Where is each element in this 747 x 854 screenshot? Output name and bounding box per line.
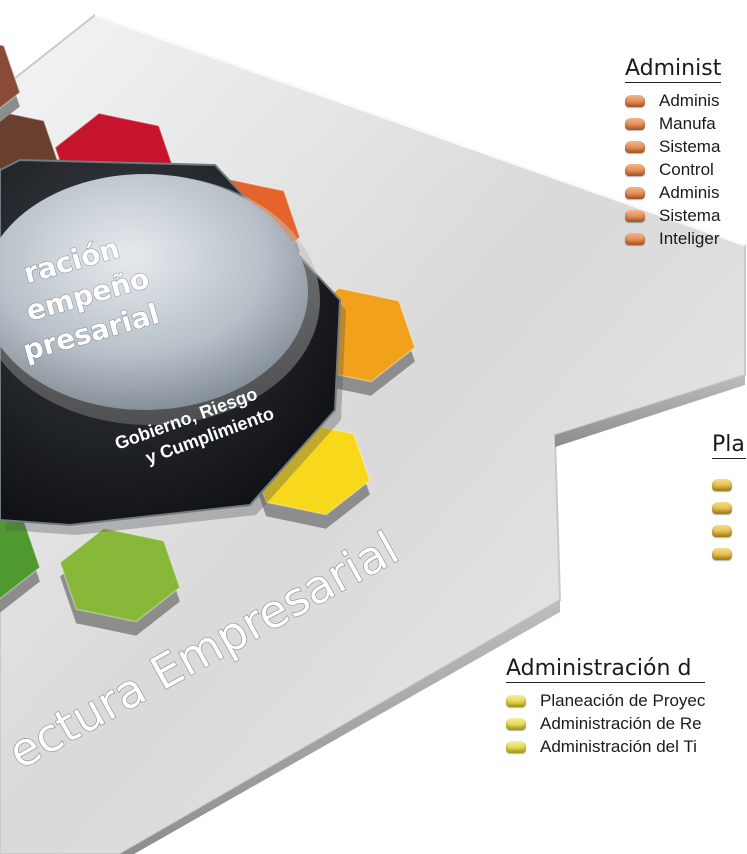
item-label: Control <box>659 159 714 179</box>
bullet-icon <box>506 694 526 707</box>
list-item: Adminis <box>625 181 721 204</box>
group-administracion-operaciones: Administ Adminis Manufa Sistema Control … <box>625 56 722 250</box>
item-label: Administración del Ti <box>540 736 697 756</box>
item-label: Administración de Re <box>540 713 702 733</box>
petal-8 <box>0 44 21 123</box>
center-disc <box>0 174 308 410</box>
bullet-icon <box>712 524 732 537</box>
list-item: Sistema <box>625 204 721 227</box>
group-items <box>712 473 746 565</box>
bullet-icon <box>506 717 526 730</box>
group-title: Pla <box>712 432 746 459</box>
item-label: Sistema <box>659 205 721 225</box>
bullet-icon <box>625 117 645 130</box>
group-administracion-proyectos: Administración d Planeación de Proyec Ad… <box>506 656 706 758</box>
group-title: Administ <box>625 56 722 83</box>
bullet-icon <box>712 547 732 560</box>
list-item: Planeación de Proyec <box>506 689 705 712</box>
center-hub <box>0 158 346 535</box>
bullet-icon <box>625 163 645 176</box>
item-label: Manufa <box>659 113 716 133</box>
group-items: Planeación de Proyec Administración de R… <box>506 689 705 758</box>
item-label: Adminis <box>659 182 720 202</box>
bullet-icon <box>625 209 645 222</box>
list-item <box>712 496 746 519</box>
bullet-icon <box>625 232 645 245</box>
group-items: Adminis Manufa Sistema Control Adminis S… <box>625 89 721 250</box>
bullet-icon <box>625 140 645 153</box>
bullet-icon <box>625 186 645 199</box>
item-label: Inteliger <box>659 228 720 248</box>
petal-top <box>59 527 181 623</box>
bullet-icon <box>625 94 645 107</box>
list-item <box>712 542 746 565</box>
list-item <box>712 519 746 542</box>
list-item: Adminis <box>625 89 721 112</box>
list-item: Administración de Re <box>506 712 705 735</box>
list-item: Administración del Ti <box>506 735 705 758</box>
list-item <box>712 473 746 496</box>
list-item: Inteliger <box>625 227 721 250</box>
petal-top <box>0 44 21 109</box>
bullet-icon <box>506 740 526 753</box>
item-label: Planeación de Proyec <box>540 690 706 710</box>
group-title: Administración d <box>506 656 706 683</box>
item-label: Adminis <box>659 90 720 110</box>
group-planeacion: Pla <box>712 432 746 565</box>
bullet-icon <box>712 501 732 514</box>
bullet-icon <box>712 478 732 491</box>
list-item: Control <box>625 158 721 181</box>
petal-6 <box>59 527 181 636</box>
list-item: Sistema <box>625 135 721 158</box>
list-item: Manufa <box>625 112 721 135</box>
item-label: Sistema <box>659 136 721 156</box>
